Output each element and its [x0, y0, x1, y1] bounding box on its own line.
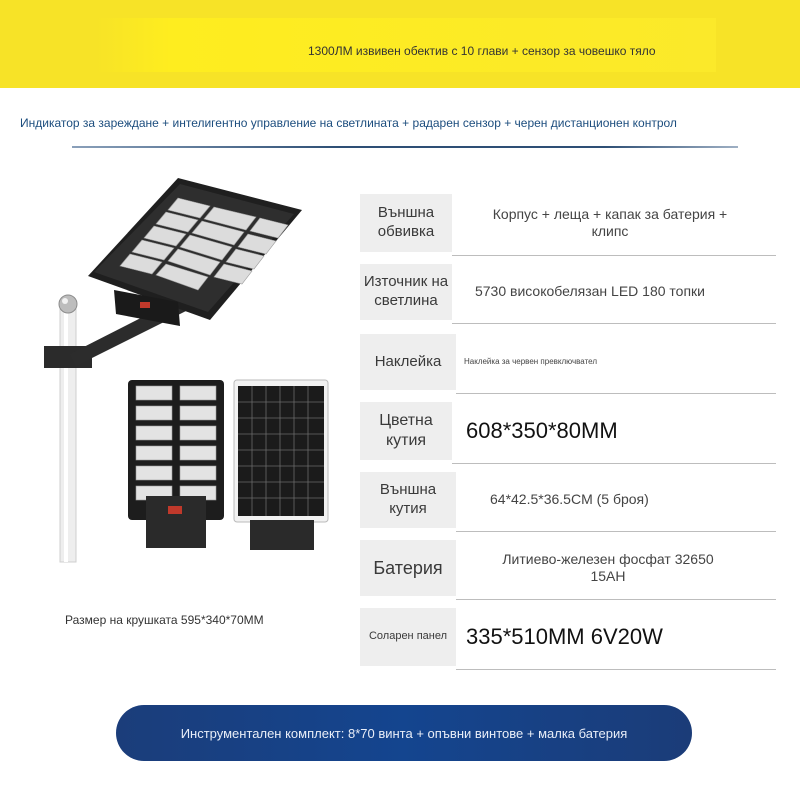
spec-label: Външна кутия: [360, 472, 456, 528]
solar-panel-view: [233, 379, 329, 550]
spec-value: 608*350*80MM: [466, 418, 618, 444]
spec-row-sticker: Наклейка Наклейка за червен превключвате…: [360, 334, 776, 394]
product-illustration: [44, 178, 329, 563]
tool-kit-text: Инструментален комплект: 8*70 винта + оп…: [180, 725, 628, 741]
spec-label: Източник на светлина: [360, 264, 452, 320]
spec-row-battery: Батерия Литиево-железен фосфат 32650 15A…: [360, 540, 776, 600]
header-divider: [72, 146, 738, 148]
spec-value: Корпус + леща + капак за батерия + клипс: [492, 205, 728, 240]
spec-value: Наклейка за червен превключвател: [464, 357, 597, 366]
spec-value: 335*510MM 6V20W: [466, 624, 663, 650]
spec-row-outer-box: Външна кутия 64*42.5*36.5CM (5 броя): [360, 472, 776, 532]
spec-label: Външна обвивка: [360, 194, 452, 252]
spec-label: Цветна кутия: [360, 402, 452, 460]
spec-row-color-box: Цветна кутия 608*350*80MM: [360, 402, 776, 464]
spec-label: Соларен панел: [360, 608, 456, 666]
spec-label: Наклейка: [360, 334, 456, 390]
spec-value: 5730 високобелязан LED 180 топки: [474, 283, 705, 300]
top-banner: 1300ЛМ извивен обектив с 10 глави + сенз…: [0, 0, 800, 88]
lamp-front-view: [128, 380, 224, 548]
spec-value: 64*42.5*36.5CM (5 броя): [490, 491, 649, 508]
lamp-head: [88, 178, 302, 326]
spec-row-light-source: Източник на светлина 5730 високобелязан …: [360, 264, 776, 324]
banner-highlight: [96, 18, 716, 72]
bulb-size-label: Размер на крушката 595*340*70MM: [65, 613, 264, 627]
spec-row-housing: Външна обвивка Корпус + леща + капак за …: [360, 194, 776, 256]
spec-value: Литиево-железен фосфат 32650 15AH: [502, 550, 714, 585]
spec-label: Батерия: [360, 540, 456, 596]
feature-subtitle: Индикатор за зареждане + интелигентно уп…: [20, 116, 677, 130]
banner-title: 1300ЛМ извивен обектив с 10 глави + сенз…: [308, 44, 656, 58]
spec-row-solar-panel: Соларен панел 335*510MM 6V20W: [360, 608, 776, 670]
tool-kit-banner: Инструментален комплект: 8*70 винта + оп…: [116, 705, 692, 761]
